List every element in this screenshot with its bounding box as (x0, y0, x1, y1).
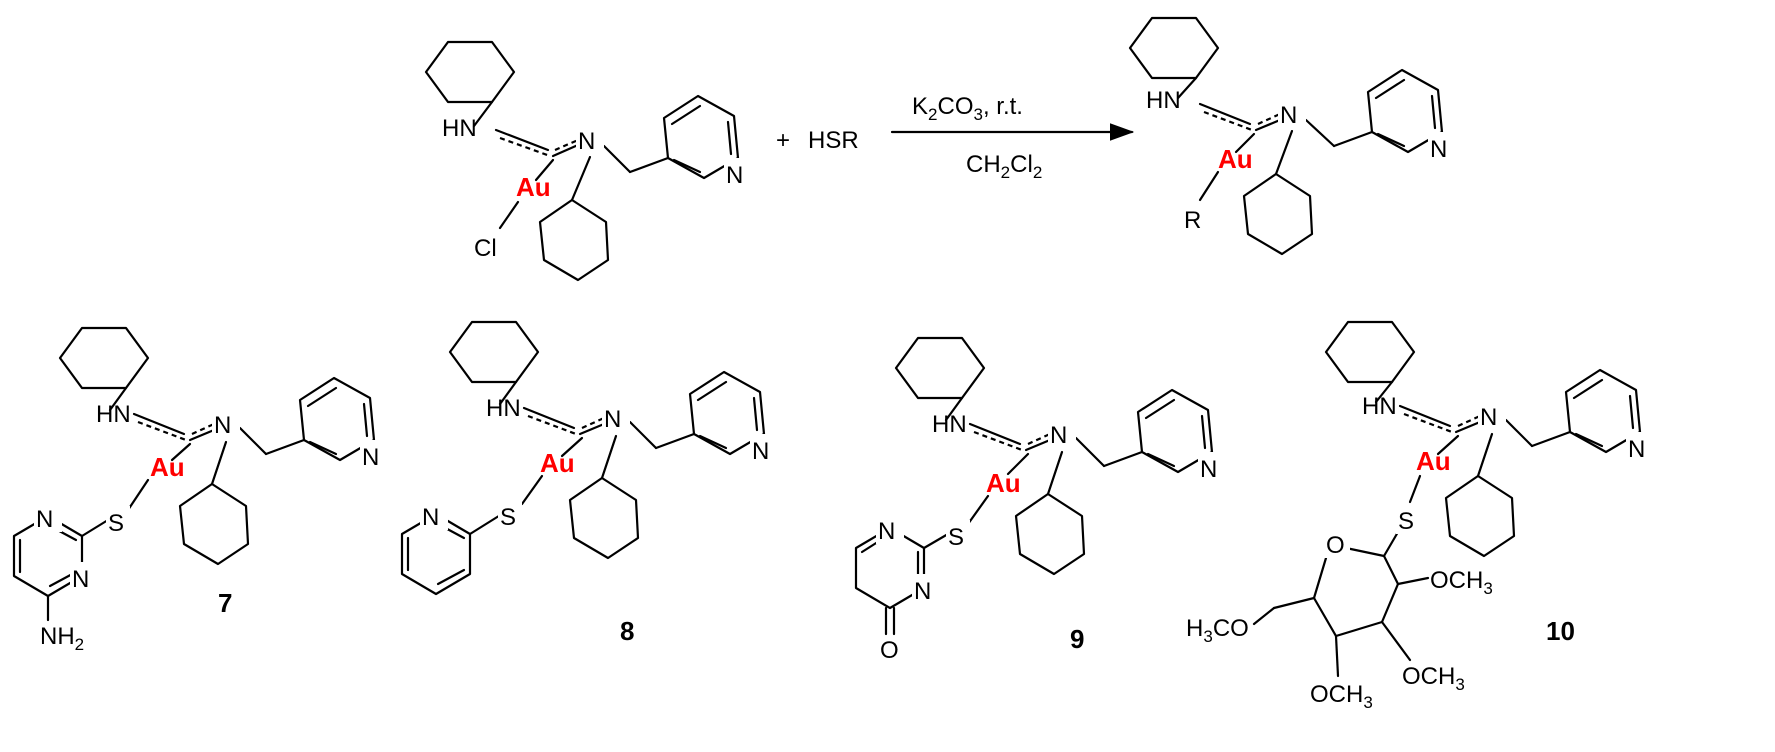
atom-label: N (914, 578, 931, 605)
pyridine-ring (1136, 388, 1214, 474)
atom-label: R (1184, 207, 1201, 234)
atom-label: NH2 (40, 623, 84, 654)
atom-label: N (422, 504, 439, 531)
cyclohexyl-ring (1128, 16, 1220, 80)
compound-label: 7 (218, 588, 232, 618)
product-gold-thiolate-complex: HN N N Au R (1128, 16, 1454, 256)
atom-label: S (1398, 508, 1414, 535)
compound-10: HN N N Au S O H3CO OCH3 OCH3 OCH3 10 (1186, 320, 1652, 712)
atom-label: N (1050, 422, 1067, 449)
atom-label: S (108, 510, 124, 537)
cyclohexyl-ring (178, 482, 250, 566)
reaction-conditions: K2CO3, r.t. (912, 93, 1023, 124)
atom-label: N (604, 406, 621, 433)
atom-label: OCH3 (1430, 567, 1493, 598)
pyridine-ring (1564, 368, 1642, 454)
atom-label: O (1326, 532, 1345, 559)
atom-label: N (1628, 436, 1645, 463)
compound-label: 9 (1070, 624, 1084, 654)
atom-label: HN (486, 395, 521, 422)
cyclohexyl-ring (1242, 172, 1314, 256)
cyclohexyl-ring (1014, 492, 1086, 576)
atom-label: N (878, 518, 895, 545)
pyridine-ring (662, 94, 740, 180)
atom-label: N (1430, 136, 1447, 163)
reactant-gold-chloride-complex: HN N N Au Cl (424, 40, 750, 282)
atom-label: HN (96, 401, 131, 428)
atom-label: N (578, 128, 595, 155)
atom-label: S (948, 524, 964, 551)
cyclohexyl-ring (894, 336, 986, 400)
gold-atom: Au (540, 448, 575, 478)
gold-atom: Au (1416, 446, 1451, 476)
atom-label: N (1200, 456, 1217, 483)
atom-label: O (880, 637, 899, 664)
reagent-label: HSR (808, 127, 859, 154)
reaction-solvent: CH2Cl2 (966, 151, 1042, 182)
atom-label: N (1480, 404, 1497, 431)
cyclohexyl-ring (568, 476, 640, 560)
atom-label: N (726, 162, 743, 189)
cyclohexyl-ring (448, 320, 540, 384)
plus-sign: + (776, 127, 790, 154)
atom-label: N (752, 438, 769, 465)
atom-label: N (36, 506, 53, 533)
atom-label: HN (1362, 393, 1397, 420)
atom-label: S (500, 504, 516, 531)
atom-label: OCH3 (1402, 663, 1465, 694)
cyclohexyl-ring (424, 40, 516, 104)
pyridine-ring (1366, 68, 1444, 154)
atom-label: N (1280, 102, 1297, 129)
cyclohexyl-ring (58, 326, 150, 390)
compound-7: HN N N Au S N N NH2 7 (12, 326, 386, 654)
atom-label: HN (932, 411, 967, 438)
cyclohexyl-ring (1444, 474, 1516, 558)
atom-label: HN (1146, 87, 1181, 114)
atom-label: N (214, 412, 231, 439)
compound-label: 10 (1546, 616, 1575, 646)
atom-label: OCH3 (1310, 681, 1373, 712)
atom-label: H3CO (1186, 615, 1249, 646)
cyclohexyl-ring (538, 198, 610, 282)
compound-8: HN N N Au S N 8 (400, 320, 776, 646)
atom-label: N (362, 444, 379, 471)
gold-atom: Au (986, 468, 1021, 498)
gold-atom: Au (516, 172, 551, 202)
pyridine-ring (298, 376, 376, 462)
pyridine-ring (688, 370, 766, 456)
gold-atom: Au (1218, 144, 1253, 174)
compound-9: HN N N Au S N N O 9 (854, 336, 1224, 664)
gold-atom: Au (150, 452, 185, 482)
compound-label: 8 (620, 616, 634, 646)
atom-label: Cl (474, 235, 497, 262)
atom-label: HN (442, 115, 477, 142)
cyclohexyl-ring (1324, 320, 1416, 384)
atom-label: N (72, 566, 89, 593)
